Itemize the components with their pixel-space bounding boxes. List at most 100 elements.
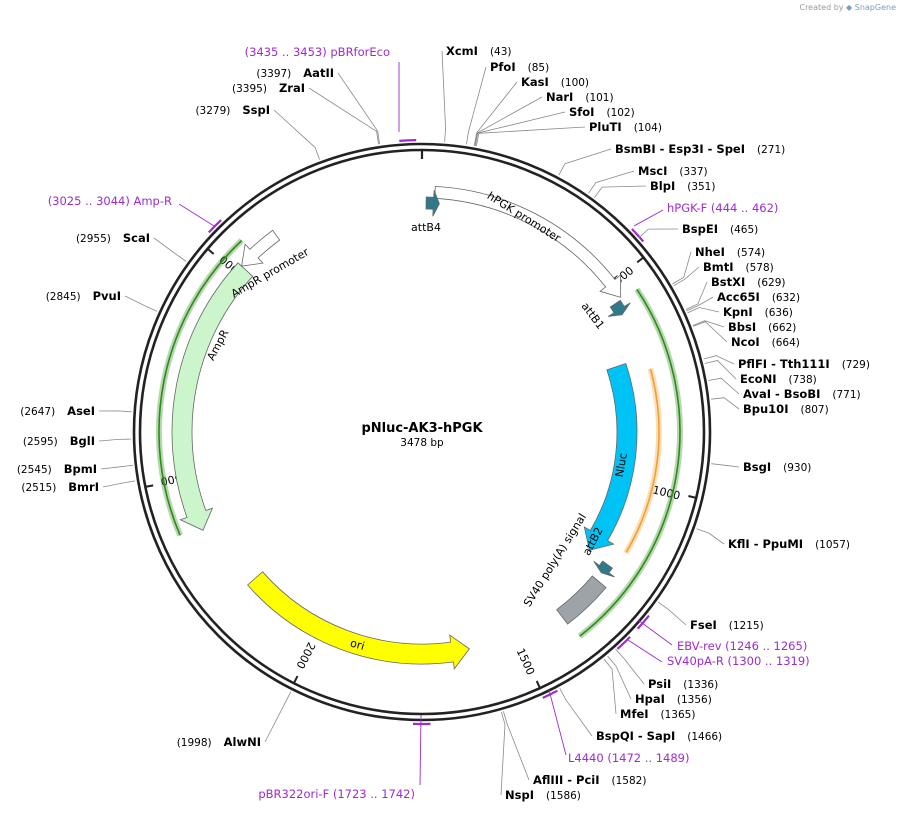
- site-name: BsgI: [743, 460, 771, 474]
- primer-label-pBR322ori-F: pBR322ori-F (1723 .. 1742): [258, 787, 415, 801]
- site-name: NheI: [695, 245, 725, 259]
- site-leader-662: [692, 320, 725, 328]
- site-label-729: PflFI - Tth111I(729): [738, 357, 870, 371]
- site-position: (3279): [195, 105, 230, 117]
- site-position: (104): [634, 122, 662, 134]
- site-leader-3395: [308, 87, 379, 145]
- site-leader-1365: [603, 658, 617, 715]
- primer-bar-SV40pA-R: [616, 636, 631, 650]
- site-leader-664: [693, 321, 728, 343]
- site-leader-629: [685, 281, 708, 310]
- site-position: (101): [585, 92, 613, 104]
- primer-leader-hPGK-F: [633, 209, 664, 227]
- site-leader-465: [638, 228, 679, 239]
- site-label-1586: NspI(1586): [505, 788, 581, 802]
- site-leader-102: [474, 111, 566, 146]
- plasmid-name: pNluc-AK3-hPGK: [361, 421, 483, 436]
- site-label-578: BmtI(578): [703, 260, 774, 274]
- site-label-1336: PsiI(1336): [648, 677, 718, 691]
- site-position: (636): [765, 307, 793, 319]
- site-label-2515: (2515)BmrI: [21, 480, 99, 494]
- site-name: BglI: [70, 434, 95, 448]
- site-label-664: NcoI(664): [731, 335, 800, 349]
- site-name: SspI: [242, 103, 270, 117]
- site-name: NarI: [546, 90, 573, 104]
- site-name: BsmBI - Esp3I - SpeI: [615, 142, 745, 156]
- primer-text-b: (1246 .. 1265): [722, 639, 808, 653]
- primer-bar-hPGK-F: [631, 228, 645, 243]
- site-label-2845: (2845) PvuI: [46, 289, 121, 303]
- primer-text-b: Amp-R: [130, 194, 172, 208]
- primer-bar-EBV-rev: [636, 614, 650, 630]
- site-position: (1466): [687, 731, 722, 743]
- primer-text-a: SV40pA-R: [667, 654, 724, 668]
- site-name: AseI: [67, 404, 95, 418]
- site-leader-1057: [696, 528, 725, 545]
- site-name: SfoI: [569, 105, 594, 119]
- site-name: ScaI: [123, 231, 150, 245]
- site-leader-2647: [98, 410, 132, 413]
- site-leader-574: [672, 251, 692, 285]
- site-position: (1215): [729, 620, 764, 632]
- site-position: (1356): [677, 694, 712, 706]
- site-label-1365: MfeI(1365): [620, 707, 695, 721]
- ori-arrow: [247, 571, 470, 670]
- site-leader-2545: [100, 464, 133, 470]
- site-position: (807): [800, 404, 828, 416]
- site-label-2545: (2545)BpmI: [17, 462, 97, 476]
- nluc-label: Nluc: [613, 452, 630, 478]
- site-label-1356: HpaI(1356): [635, 692, 712, 706]
- site-name: KasI: [521, 75, 549, 89]
- site-name: ZraI: [279, 81, 305, 95]
- tick-mark-3000: [206, 248, 215, 255]
- site-name: BspEI: [682, 222, 718, 236]
- site-name: PvuI: [93, 289, 121, 303]
- site-leader-1586: [500, 711, 506, 796]
- plasmid-length: 3478 bp: [400, 437, 444, 449]
- site-name: KpnI: [723, 305, 753, 319]
- site-name: AflIII - PciI: [533, 773, 600, 787]
- nluc-arrow: [583, 362, 638, 551]
- site-name: MscI: [638, 164, 667, 178]
- site-position: (2845): [46, 291, 81, 303]
- site-label-351: BlpI (351): [650, 179, 715, 193]
- site-name: NcoI: [731, 335, 760, 349]
- site-position: (271): [757, 144, 785, 156]
- tick-mark-2500: [145, 484, 154, 488]
- site-name: MfeI: [620, 707, 649, 721]
- primer-label-L4440: L4440 (1472 .. 1489): [568, 751, 689, 765]
- site-label-43: XcmI(43): [446, 44, 512, 58]
- site-position: (351): [687, 181, 715, 193]
- site-label-662: BbsI(662): [728, 320, 796, 334]
- backbone-outer-ring: [132, 142, 712, 722]
- primer-leader-L4440: [548, 689, 567, 756]
- site-leader-1466: [559, 688, 593, 737]
- site-position: (632): [772, 292, 800, 304]
- site-name: NspI: [505, 788, 534, 802]
- site-position: (3397): [256, 68, 291, 80]
- site-leader-1215: [657, 601, 687, 626]
- ampr-promoter-arrow: [241, 229, 281, 267]
- site-leader-3397: [337, 72, 380, 145]
- site-position: (574): [737, 247, 765, 259]
- site-leader-2515: [102, 480, 136, 488]
- site-label-771: AvaI - BsoBI(771): [743, 387, 861, 401]
- site-label-3395: (3395)ZraI: [232, 81, 305, 95]
- site-leader-807: [711, 397, 740, 410]
- site-name: BmtI: [703, 260, 734, 274]
- site-leader-351: [594, 185, 647, 198]
- site-label-271: BsmBI - Esp3I - SpeI (271): [615, 142, 785, 156]
- site-position: (2545): [17, 464, 52, 476]
- site-name: BlpI: [650, 179, 675, 193]
- site-leader-636: [687, 307, 720, 314]
- site-label-3397: (3397)AatII: [256, 66, 334, 80]
- primer-leader-pBR322ori-F: [419, 714, 422, 786]
- site-leader-1998: [264, 691, 292, 743]
- site-leader-85: [466, 66, 487, 145]
- site-position: (2515): [21, 482, 56, 494]
- site-label-2647: (2647)AseI: [20, 404, 95, 418]
- site-name: AvaI - BsoBI: [743, 387, 820, 401]
- site-label-104: PluTI(104): [589, 120, 662, 134]
- primer-leader-SV40pA-R: [627, 639, 663, 663]
